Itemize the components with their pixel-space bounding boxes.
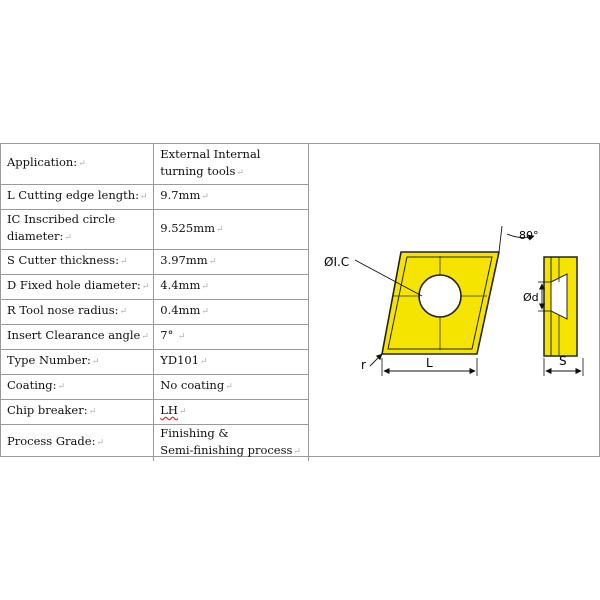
nose-radius-leader: [369, 353, 383, 367]
value-cell: No coating↵: [153, 374, 310, 400]
table-row: Coating:↵ No coating↵: [1, 374, 310, 400]
angle-label: 80°: [519, 229, 539, 242]
label-cell: R Tool nose radius:↵: [1, 299, 155, 325]
value-cell: 3.97mm↵: [153, 249, 310, 275]
label-cell: Process Grade:↵: [1, 424, 155, 461]
table-row: R Tool nose radius:↵ 0.4mm↵: [1, 299, 310, 325]
d-label: Ød: [523, 291, 539, 304]
fixing-hole: [418, 274, 462, 318]
value-cell: 9.7mm↵: [153, 184, 310, 210]
l-label: L: [426, 356, 433, 370]
table-row: D Fixed hole diameter:↵ 4.4mm↵: [1, 274, 310, 300]
l-dimension: L: [381, 356, 478, 376]
insert-inner-outline: [387, 256, 493, 350]
value-cell: LH↵: [153, 399, 310, 425]
label-cell: S Cutter thickness:↵: [1, 249, 155, 275]
label-cell: Coating:↵: [1, 374, 155, 400]
value-cell: 7° ↵: [153, 324, 310, 350]
insert-side-view: [543, 256, 578, 357]
insert-front-view: [354, 251, 500, 355]
s-dimension: S: [543, 354, 584, 376]
table-row: L Cutting edge length:↵ 9.7mm↵: [1, 184, 310, 210]
insert-drawing: 80° ØI.C r L Ød: [324, 225, 584, 376]
value-cell: YD101↵: [153, 349, 310, 375]
label-cell: Type Number:↵: [1, 349, 155, 375]
angle-annotation: 80°: [498, 225, 539, 253]
value-cell: 0.4mm↵: [153, 299, 310, 325]
table-row: S Cutter thickness:↵ 3.97mm↵: [1, 249, 310, 275]
value-cell: Finishing &Semi-finishing process↵: [153, 424, 310, 461]
value-cell: 9.525mm↵: [153, 209, 310, 250]
table-row: Insert Clearance angle↵ 7° ↵: [1, 324, 310, 350]
table-row: Chip breaker:↵ LH↵: [1, 399, 310, 425]
d-dimension: Ød: [523, 281, 551, 312]
label-cell: L Cutting edge length:↵: [1, 184, 155, 210]
s-label: S: [559, 354, 567, 368]
r-label: r: [361, 358, 366, 372]
label-cell: Chip breaker:↵: [1, 399, 155, 425]
label-cell: Insert Clearance angle↵: [1, 324, 155, 350]
label-cell: D Fixed hole diameter:↵: [1, 274, 155, 300]
value-cell: 4.4mm↵: [153, 274, 310, 300]
ic-leader-line: [354, 259, 423, 297]
label-cell: Application:↵: [1, 144, 155, 185]
table-row: Type Number:↵ YD101↵: [1, 349, 310, 375]
table-row: Process Grade:↵ Finishing &Semi-finishin…: [1, 424, 310, 461]
ic-label: ØI.C: [324, 255, 349, 269]
